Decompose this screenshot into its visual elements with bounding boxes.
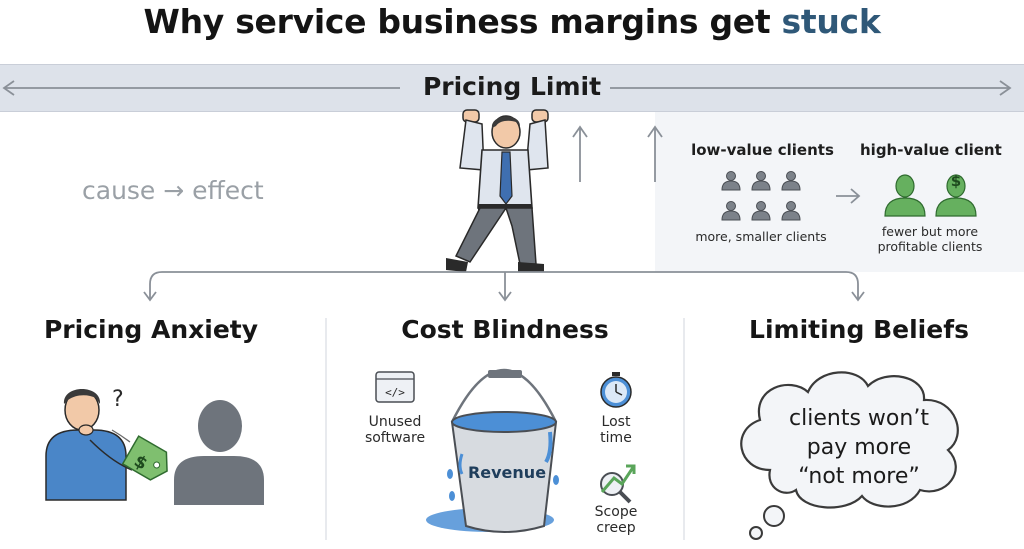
stopwatch-icon [600,372,632,408]
cloud-line-1: clients won’t [789,406,929,431]
high-value-note-line-2: profitable clients [877,239,983,254]
page-title: Why service business margins get stuck [0,2,1024,41]
thought-cloud-text: clients won’t pay more “not more” [756,404,962,491]
pricing-anxiety-title: Pricing Anxiety [43,315,259,344]
unused-software-line-2: software [364,430,426,446]
scope-creep-label: Scope creep [586,504,646,536]
unused-software-line-1: Unused [368,414,422,430]
cause-effect-label: cause → effect [82,176,264,205]
lost-time-line-2: time [600,430,632,446]
high-value-client-heading: high-value client [860,141,1002,159]
scope-creep-line-1: Scope [594,504,638,520]
low-value-clients-heading: low-value clients [691,141,834,159]
thought-cloud-icon [740,371,959,540]
leaking-bucket-illustration [426,368,559,533]
man-pushing-ceiling-illustration [446,109,549,272]
band-double-arrow [2,80,1012,96]
title-accent: stuck [781,2,881,41]
unused-software-label: Unused software [355,414,435,446]
limiting-beliefs-title: Limiting Beliefs [749,315,969,344]
code-symbol-text: </> [385,386,405,399]
anxious-person-illustration [45,389,133,501]
cloud-line-2: pay more [806,435,912,460]
scope-creep-magnifier-icon [600,464,636,504]
bucket-revenue-label: Revenue [467,463,547,482]
high-value-client-icon [884,174,977,217]
cloud-line-3: “not more” [798,464,920,489]
low-value-clients-icon-grid [721,171,801,221]
question-mark-icon: ? [112,387,124,412]
pricing-limit-label: Pricing Limit [422,72,602,101]
cost-blindness-title: Cost Blindness [401,315,609,344]
section-connector-lines [143,271,865,302]
up-arrow-left [572,125,588,182]
high-value-client-note: fewer but more profitable clients [862,224,998,254]
scope-creep-line-2: creep [596,520,636,536]
price-tag-icon [111,429,168,481]
lost-time-label: Lost time [588,414,644,446]
title-main: Why service business margins get [143,2,771,41]
up-arrow-right [647,125,663,182]
low-value-clients-note: more, smaller clients [695,229,827,244]
lost-time-line-1: Lost [601,414,631,430]
gray-silhouette-icon [174,400,264,505]
high-value-note-line-1: fewer but more [881,224,979,239]
unused-software-icon [375,371,415,403]
clients-transition-arrow [836,188,861,204]
client-dollar-icon: $ [950,172,962,190]
